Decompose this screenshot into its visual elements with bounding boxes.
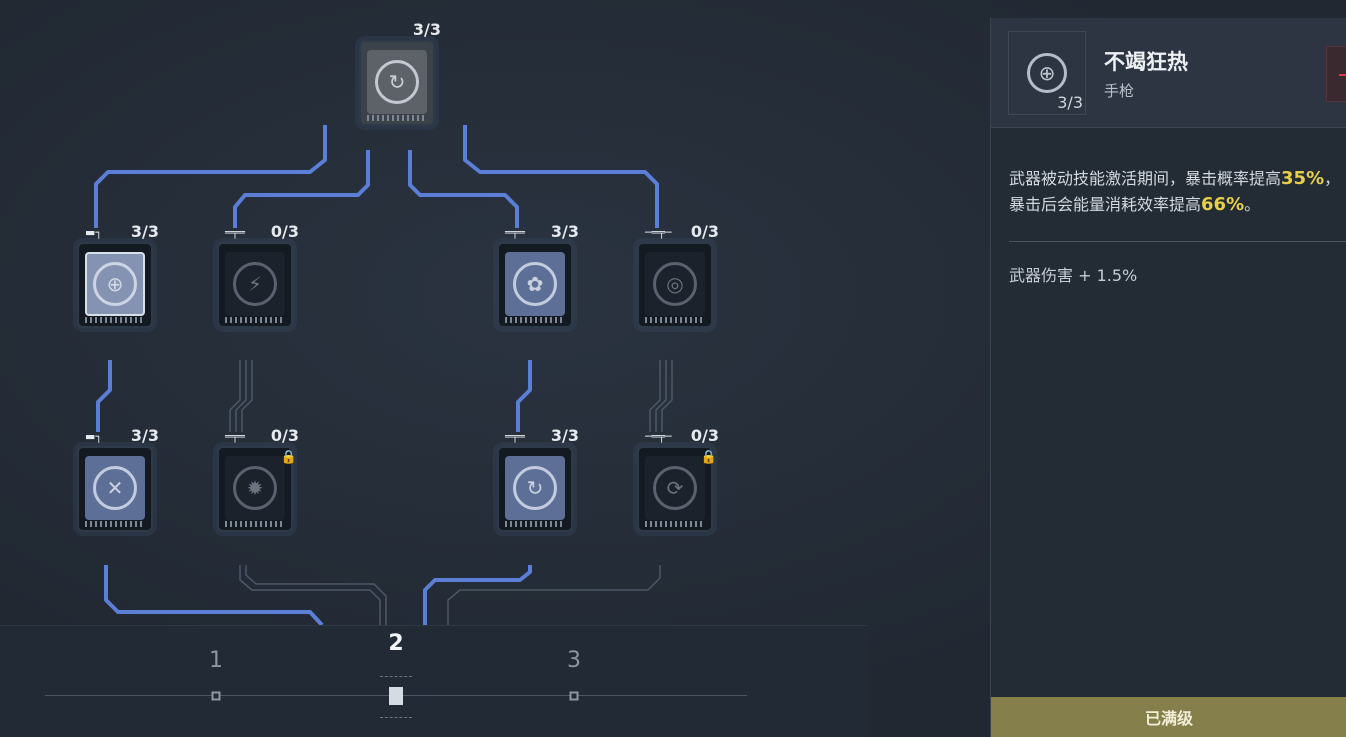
node-count: 3/3 — [130, 222, 159, 241]
page-1-dot[interactable] — [211, 691, 221, 701]
node-count: 3/3 — [550, 222, 579, 241]
divider — [1009, 241, 1346, 242]
rifle-icon: ═╤═ — [505, 430, 525, 443]
page-1-label[interactable]: 1 — [209, 648, 223, 673]
page-3-label[interactable]: 3 — [567, 648, 581, 673]
rifle-icon: ═╤═ — [225, 226, 245, 239]
page-2-dot[interactable] — [389, 687, 403, 705]
battery-icon: ⚡ — [233, 262, 277, 306]
crosshair-icon: ⊕ — [1027, 53, 1067, 93]
node-count: 0/3 — [270, 222, 299, 241]
skill-detail-panel: ⊕ 3/3 不竭狂热 手枪 武器被动技能激活期间，暴击概率提高35%，暴击后会能… — [990, 18, 1346, 737]
magazine-reload-icon: ⟳ — [653, 466, 697, 510]
demon-skull-icon: ✕ — [93, 466, 137, 510]
skill-node[interactable]: ⟳ ─═╤─ 0/3 🔒 — [627, 426, 723, 542]
chip: ⚡ — [217, 242, 293, 328]
node-count: 3/3 — [130, 426, 159, 445]
revolver-cylinder-icon: ✿ — [513, 262, 557, 306]
chip: ⊕ — [77, 242, 153, 328]
rifle-icon: ═╤═ — [505, 226, 525, 239]
page-2-label[interactable]: 2 — [388, 631, 404, 656]
ammo-cycle-icon: ↻ — [375, 60, 419, 104]
skill-node[interactable]: ✿ ═╤═ 3/3 — [487, 222, 583, 338]
desc-highlight-1: 35% — [1281, 168, 1325, 189]
desc-text: ，暴击后会能量消耗效率提高 — [1009, 169, 1341, 214]
downgrade-button[interactable] — [1326, 46, 1346, 102]
skill-node[interactable]: ⊕ ▬┐ 3/3 — [67, 222, 163, 338]
node-count: 0/3 — [270, 426, 299, 445]
chip: ↻ — [497, 446, 573, 532]
max-level-button[interactable]: 已满级 — [991, 697, 1346, 737]
scope-icon: ◎ — [653, 262, 697, 306]
chip: ◎ — [637, 242, 713, 328]
skill-node[interactable]: ⚡ ═╤═ 0/3 — [207, 222, 303, 338]
stat-bonus: 武器伤害 + 1.5% — [1009, 266, 1138, 285]
detail-skill-icon: ⊕ 3/3 — [1008, 31, 1086, 115]
skill-links — [94, 125, 673, 627]
skill-node[interactable]: ◎ ─═╤─ 0/3 — [627, 222, 723, 338]
chip: ↻ — [359, 40, 435, 126]
node-count: 3/3 — [412, 20, 441, 39]
desc-highlight-2: 66% — [1201, 194, 1245, 215]
bullet-reload-icon: ↻ — [513, 466, 557, 510]
node-count: 3/3 — [550, 426, 579, 445]
skill-node-top[interactable]: ↻ 3/3 — [349, 20, 445, 136]
active-links — [94, 125, 659, 627]
pistol-icon: ▬┐ — [85, 226, 103, 239]
chip: ✹ — [217, 446, 293, 532]
detail-count: 3/3 — [1057, 93, 1083, 112]
rifle-icon: ═╤═ — [225, 430, 245, 443]
detail-header: ⊕ 3/3 不竭狂热 手枪 — [991, 18, 1346, 128]
skill-title: 不竭狂热 — [1104, 50, 1188, 74]
page-3-dot[interactable] — [569, 691, 579, 701]
desc-text: 。 — [1244, 195, 1261, 214]
chip: ⟳ — [637, 446, 713, 532]
skill-node[interactable]: ↻ ═╤═ 3/3 — [487, 426, 583, 542]
sniper-icon: ─═╤─ — [645, 430, 672, 443]
bullet-burst-icon: ✹ — [233, 466, 277, 510]
crosshair-icon: ⊕ — [93, 262, 137, 306]
node-count: 0/3 — [690, 222, 719, 241]
page-selector: 1 2 3 — [0, 625, 868, 737]
desc-text: 武器被动技能激活期间，暴击概率提高 — [1009, 169, 1282, 188]
sniper-icon: ─═╤─ — [645, 226, 672, 239]
skill-description: 武器被动技能激活期间，暴击概率提高35%，暴击后会能量消耗效率提高66%。 — [1009, 166, 1346, 218]
lock-icon: 🔒 — [700, 450, 717, 465]
skill-node[interactable]: ✕ ▬┐ 3/3 — [67, 426, 163, 542]
weapon-type: 手枪 — [1104, 82, 1135, 100]
chip: ✿ — [497, 242, 573, 328]
pistol-icon: ▬┐ — [85, 430, 103, 443]
chip: ✕ — [77, 446, 153, 532]
node-count: 0/3 — [690, 426, 719, 445]
current-page-bracket — [380, 676, 412, 718]
lock-icon: 🔒 — [280, 450, 297, 465]
skill-node[interactable]: ✹ ═╤═ 0/3 🔒 — [207, 426, 303, 542]
